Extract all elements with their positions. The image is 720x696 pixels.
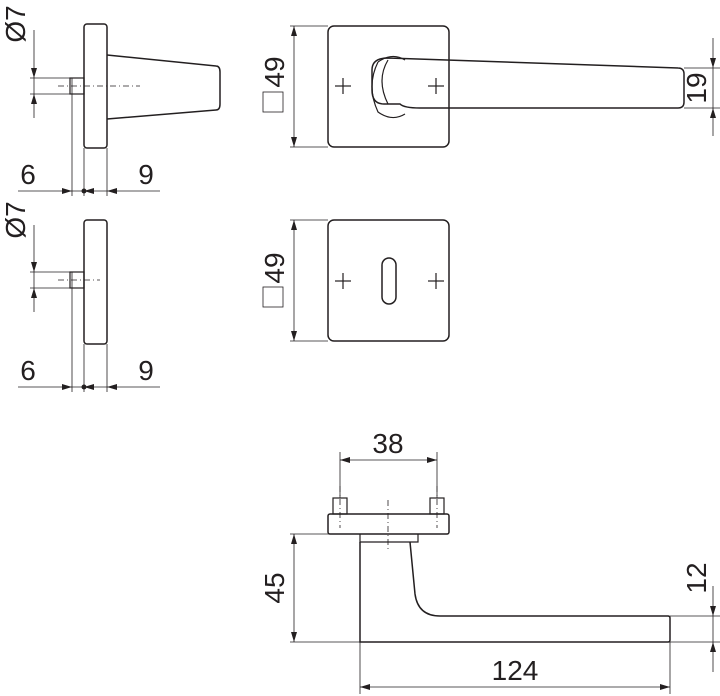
- side-view-lever: Ø7 6 9: [0, 5, 221, 196]
- square-symbol: [262, 286, 284, 308]
- offset-left-label: 6: [20, 355, 36, 386]
- front-view-escutcheon: 49: [259, 219, 450, 342]
- lever-neck-side: [106, 54, 221, 120]
- bore-diameter-label: Ø7: [0, 201, 31, 238]
- top-view-lever: 38 45 12 124: [259, 428, 720, 694]
- lever-front: [371, 57, 685, 109]
- square-escutcheon: [327, 219, 450, 342]
- lever-top-outline: [359, 541, 671, 643]
- projection-label: 45: [259, 572, 290, 603]
- side-view-escutcheon: Ø7 6 9: [0, 201, 160, 392]
- front-view-lever: 49 19: [259, 25, 720, 148]
- escutcheon-plate-side: [83, 219, 108, 345]
- thickness-label: 12: [681, 562, 712, 593]
- offset-left-label: 6: [20, 159, 36, 190]
- escutcheon-size-label: 49: [259, 252, 290, 283]
- lever-height-label: 19: [681, 72, 712, 103]
- square-symbol: [262, 91, 284, 113]
- rose-size-label: 49: [259, 56, 290, 87]
- offset-right-label: 9: [138, 159, 154, 190]
- keyhole: [381, 257, 397, 305]
- bore-diameter-label: Ø7: [0, 5, 31, 42]
- offset-right-label: 9: [138, 355, 154, 386]
- hole-spacing-label: 38: [372, 428, 403, 459]
- rose-base: [327, 513, 450, 535]
- square-rose: [327, 25, 450, 148]
- length-label: 124: [492, 655, 539, 686]
